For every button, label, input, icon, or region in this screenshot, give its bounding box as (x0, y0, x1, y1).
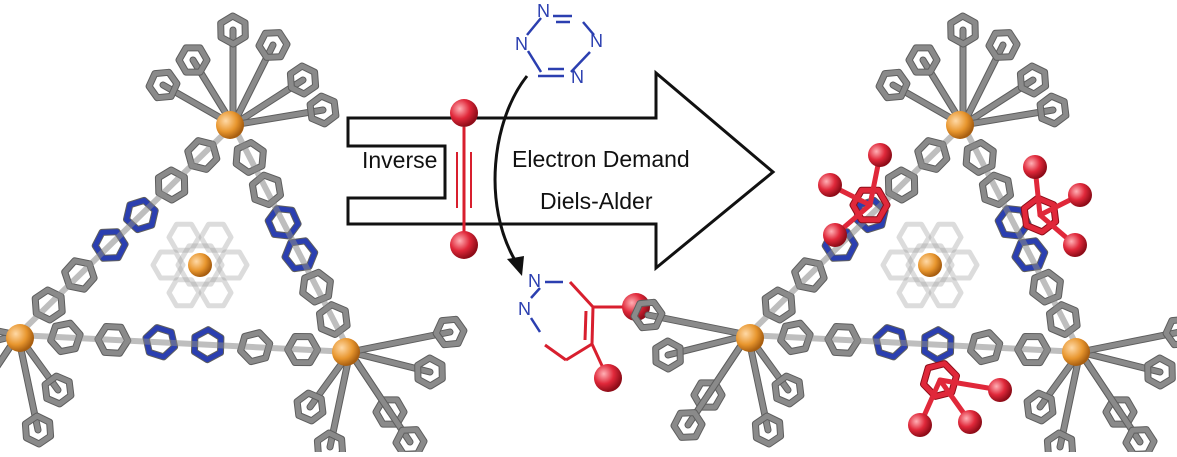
curved-arrow (493, 75, 529, 276)
tetrazine-atom-n2: N (590, 31, 603, 51)
metal-center-3 (332, 338, 360, 366)
pyridazine-substituent-2 (594, 364, 622, 392)
product-substituent-0-1 (823, 223, 847, 247)
metal-center-2 (736, 324, 764, 352)
coordination-cage-icon (0, 12, 468, 457)
product-substituent-0-2 (868, 143, 892, 167)
tetrazine-atom-n4: N (515, 34, 528, 54)
pyridazine-atom-n2: N (518, 299, 531, 319)
alkyne-dumbbell-icon (450, 99, 478, 259)
tetrazine-ring-icon (526, 14, 595, 78)
product-substituent-2-1 (958, 410, 982, 434)
alkyne-substituent-bottom (450, 231, 478, 259)
alkyne-substituent-top (450, 99, 478, 127)
metal-center-core (918, 253, 942, 277)
label-electron-demand: Electron Demand (512, 146, 690, 172)
product-substituent-2-0 (908, 413, 932, 437)
functionalized-cage-icon (630, 12, 1177, 457)
pyridazine-ring-icon (529, 280, 650, 392)
tetrazine-atom-n3: N (571, 67, 584, 87)
product-substituent-1-2 (1023, 155, 1047, 179)
label-diels-alder: Diels-Alder (540, 188, 653, 214)
tetrazine-atom-n1: N (537, 1, 550, 21)
metal-center-1 (216, 111, 244, 139)
pyridazine-atom-n1: N (528, 271, 541, 291)
metal-center-core (188, 253, 212, 277)
product-substituent-0-0 (818, 173, 842, 197)
label-inverse: Inverse (362, 147, 438, 173)
product-substituent-1-0 (1068, 183, 1092, 207)
metal-center-2 (6, 324, 34, 352)
product-substituent-1-1 (1063, 233, 1087, 257)
metal-center-3 (1062, 338, 1090, 366)
metal-center-1 (946, 111, 974, 139)
product-substituent-2-2 (988, 378, 1012, 402)
